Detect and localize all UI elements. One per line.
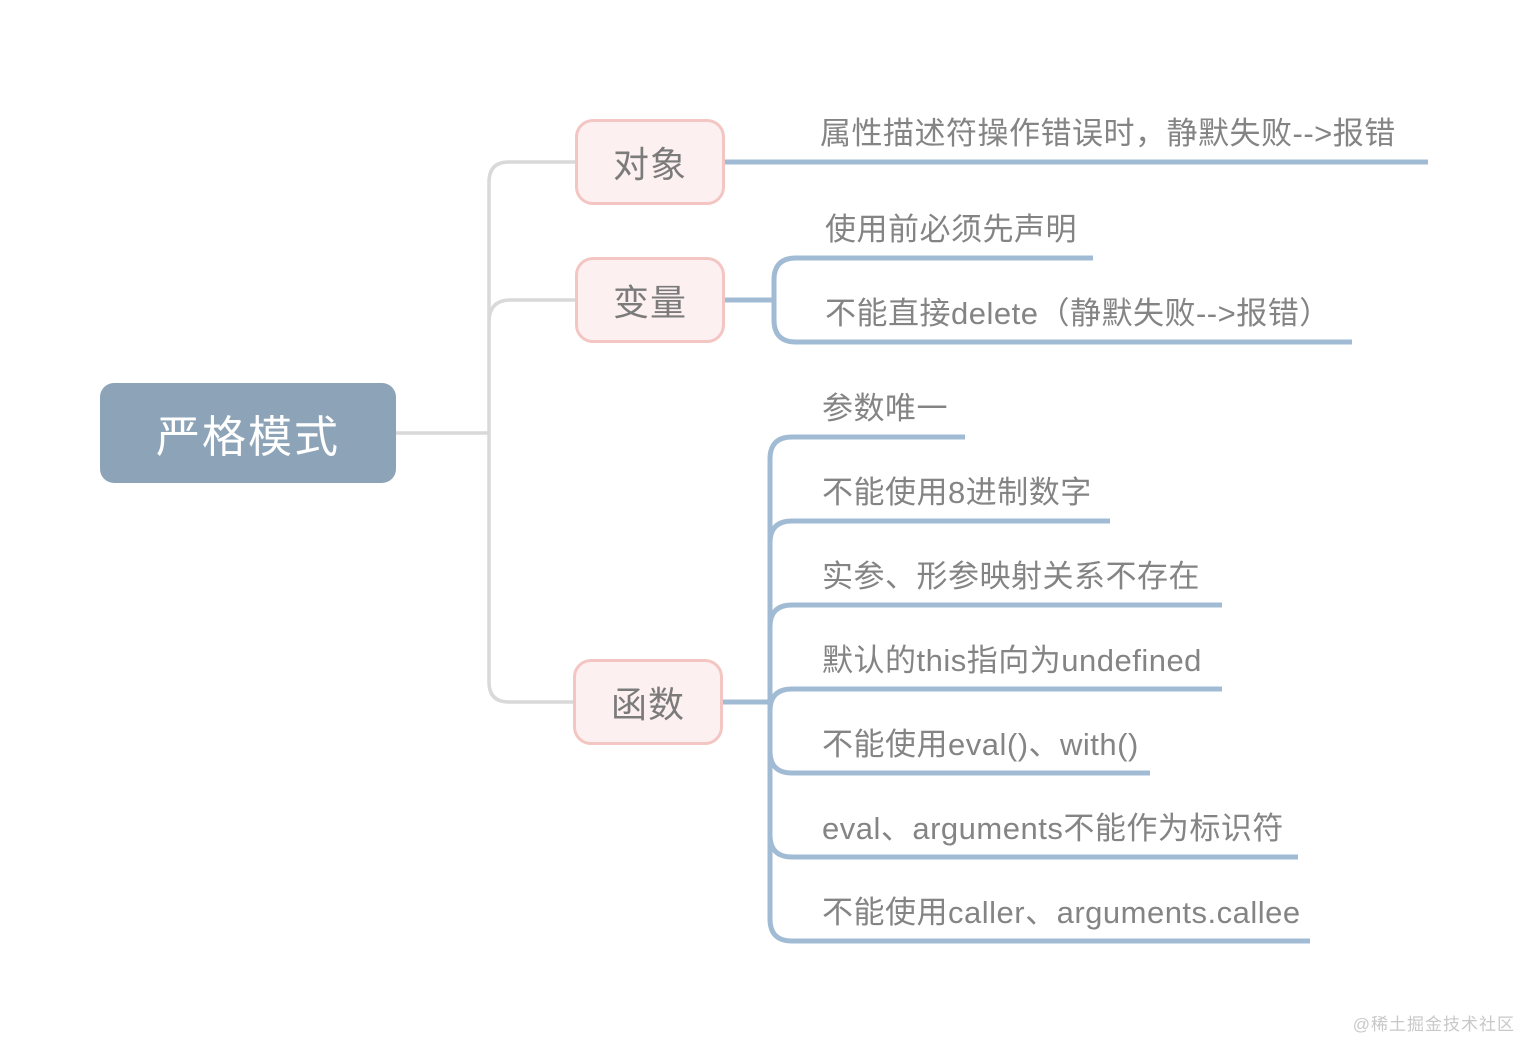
leaf-topic-eval-arguments-identifier[interactable]: eval、arguments不能作为标识符: [822, 811, 1284, 846]
watermark-juejin: @稀土掘金技术社区: [1352, 1015, 1515, 1034]
connector-root-trunk: [487, 160, 577, 704]
leaf-topic-no-caller-callee[interactable]: 不能使用caller、arguments.callee: [822, 895, 1301, 930]
root-node-strict-mode[interactable]: 严格模式: [100, 383, 396, 483]
leaf-topic-unique-params[interactable]: 参数唯一: [822, 391, 948, 426]
connector-hanshu-leaf4: [767, 686, 1222, 712]
leaf-topic-no-octal[interactable]: 不能使用8进制数字: [822, 475, 1092, 510]
leaf-topic-this-undefined[interactable]: 默认的this指向为undefined: [822, 643, 1202, 678]
leaf-topic-no-eval-with[interactable]: 不能使用eval()、with(): [822, 727, 1139, 762]
branch-node-object[interactable]: 对象: [575, 119, 725, 205]
leaf-topic-no-delete[interactable]: 不能直接delete（静默失败-->报错）: [825, 296, 1331, 331]
leaf-topic-property-descriptor[interactable]: 属性描述符操作错误时，静默失败-->报错: [820, 116, 1396, 151]
connector-branch-bianliang: [487, 298, 577, 323]
branch-node-variable[interactable]: 变量: [575, 257, 725, 343]
branch-node-function[interactable]: 函数: [573, 659, 723, 745]
connector-hanshu-leaf2: [767, 518, 1110, 544]
leaf-topic-no-arg-mapping[interactable]: 实参、形参映射关系不存在: [822, 559, 1200, 594]
connector-hanshu-leaf3: [767, 602, 1222, 628]
leaf-topic-declare-first[interactable]: 使用前必须先声明: [825, 212, 1077, 247]
